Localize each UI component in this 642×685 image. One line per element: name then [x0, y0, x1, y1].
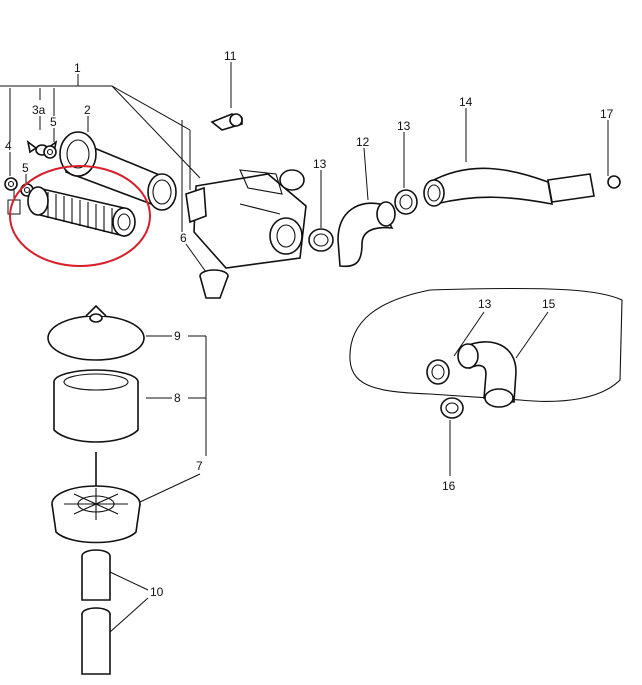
callout-2: 2 — [84, 103, 91, 117]
callout-14: 14 — [459, 95, 473, 109]
elbow-hose-alternate — [457, 341, 517, 408]
intake-hose — [423, 167, 553, 207]
mounting-bolt — [210, 113, 243, 131]
callout-3a: 3a — [32, 103, 46, 117]
nut — [4, 177, 18, 191]
hose-clamp-upper-right — [394, 189, 418, 215]
precleaner-cap — [47, 304, 145, 361]
hose-clamp-alternate — [440, 397, 464, 419]
callout-10: 10 — [150, 585, 164, 599]
washer-upper — [43, 145, 57, 159]
callout-1: 1 — [74, 61, 81, 75]
precleaner-base — [51, 452, 141, 544]
air-cleaner-housing — [185, 169, 307, 269]
callout-13-left: 13 — [313, 157, 327, 171]
callout-labels: 1 2 3a 5 4 5 6 11 12 13 13 14 17 9 8 7 1… — [5, 49, 614, 599]
callout-8: 8 — [174, 391, 181, 405]
callout-5-upper: 5 — [50, 115, 57, 129]
alternate-routing-outline — [349, 287, 623, 402]
precleaner-tube-upper — [81, 549, 111, 601]
callout-13-right: 13 — [397, 119, 411, 133]
callout-12: 12 — [356, 135, 370, 149]
precleaner-tube-lower — [81, 607, 111, 675]
callout-6: 6 — [180, 231, 187, 245]
dust-valve — [199, 269, 229, 299]
callout-11: 11 — [224, 49, 237, 63]
hose-clamp-lower — [426, 359, 450, 385]
adapter-bracket — [547, 173, 621, 203]
callout-9: 9 — [174, 329, 181, 343]
callout-5-lower: 5 — [22, 161, 29, 175]
callout-7: 7 — [196, 459, 203, 473]
callout-15: 15 — [542, 297, 556, 311]
hose-clamp-upper-left — [308, 228, 334, 252]
elbow-hose — [337, 201, 396, 268]
callout-13-lower: 13 — [478, 297, 492, 311]
precleaner-bowl — [53, 369, 139, 443]
callout-17: 17 — [600, 107, 614, 121]
filter-element — [27, 186, 136, 238]
callout-16: 16 — [442, 479, 456, 493]
highlight-ellipse — [9, 165, 151, 267]
callout-4: 4 — [5, 139, 12, 153]
